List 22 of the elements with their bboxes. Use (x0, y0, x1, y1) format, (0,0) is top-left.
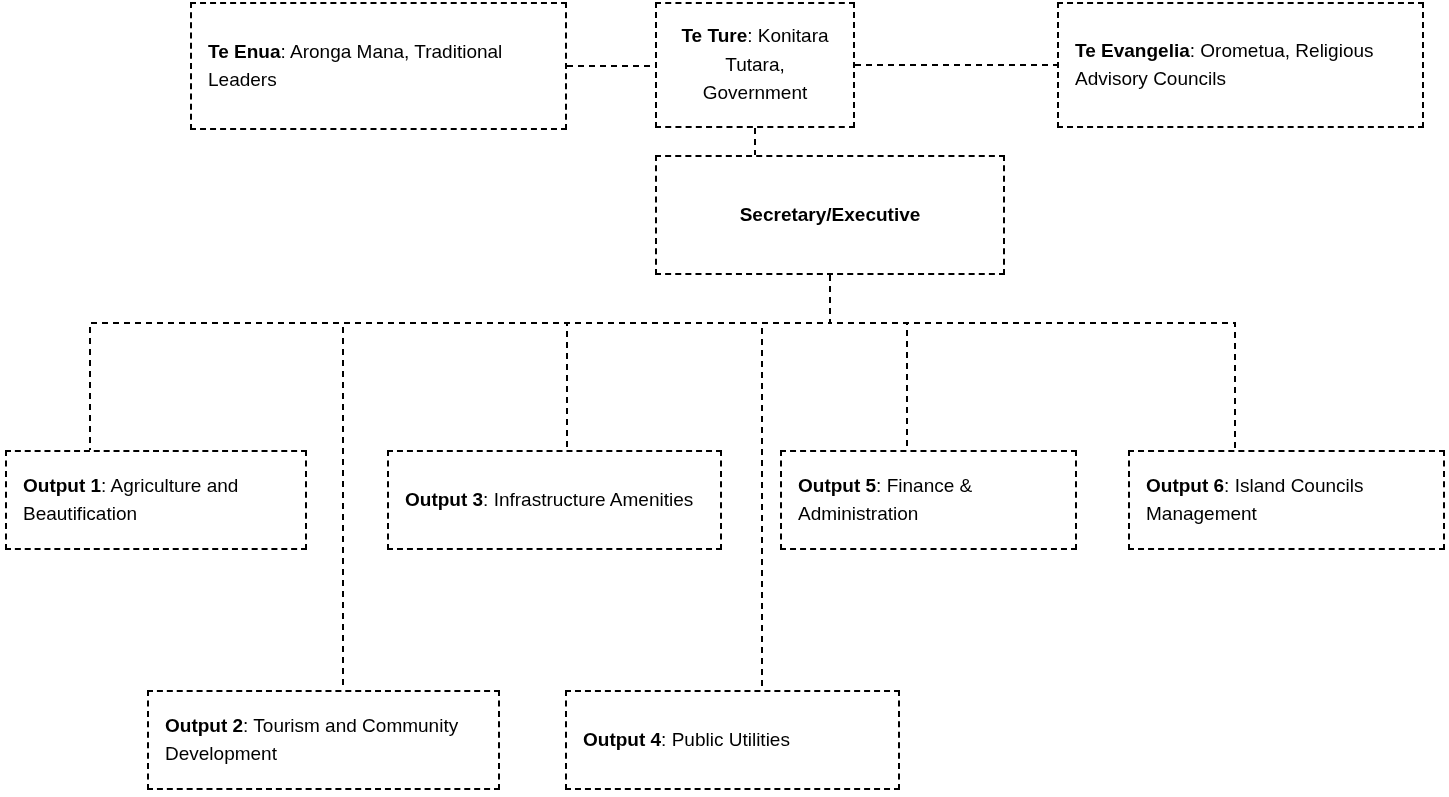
dashed-box (387, 450, 722, 550)
box-label: Te Enua: Aronga Mana, Traditional Leaders (208, 39, 504, 92)
box-label: Secretary/Executive (739, 202, 921, 227)
dashed-box (1057, 2, 1424, 128)
box-label: Output 3: Infrastructure Amenities (405, 487, 694, 512)
box-label: Te Ture: Konitara Tutara, Government (680, 24, 830, 106)
box-label: Output 1: Agriculture and Beautification (23, 473, 240, 526)
dashed-box (1128, 450, 1445, 550)
dashed-box (147, 690, 500, 790)
dashed-box (655, 2, 855, 128)
box-label: Output 5: Finance & Administration (798, 473, 974, 526)
connector-line (854, 64, 1058, 66)
dashed-box (655, 155, 1005, 275)
dashed-box (190, 2, 567, 130)
dashed-box (565, 690, 900, 790)
box-label: Output 4: Public Utilities (583, 727, 790, 752)
dashed-box (5, 450, 307, 550)
connector-line (754, 127, 756, 156)
box-label: Output 6: Island Councils Management (1146, 473, 1365, 526)
dashed-box (780, 450, 1077, 550)
box-label: Output 2: Tourism and Community Development (165, 713, 460, 766)
box-label: Te Evangelia: Orometua, Religious Advisory Councils (1075, 38, 1375, 91)
